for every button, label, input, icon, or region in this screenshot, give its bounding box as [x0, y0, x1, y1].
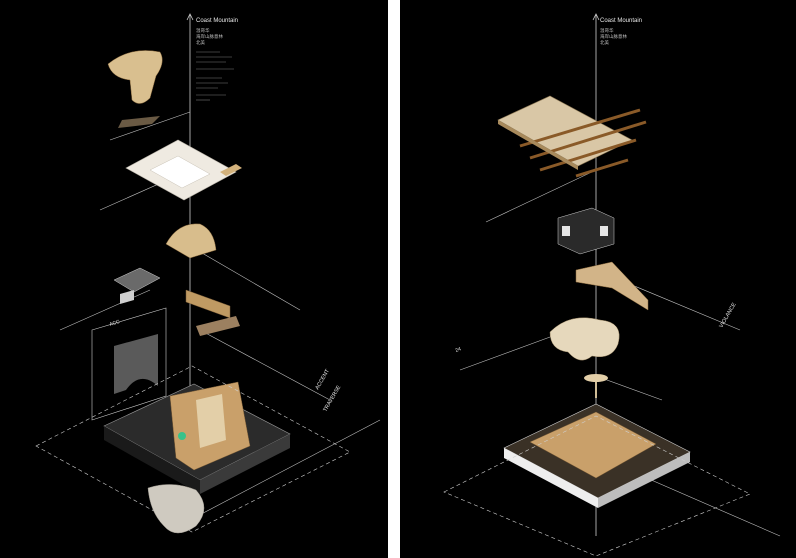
left-axis-arrow	[186, 13, 194, 21]
left-axis-sub-1: 海岸山脉意林	[196, 33, 223, 40]
right-ground-plane	[443, 415, 751, 557]
left-acc-label: ACC	[109, 319, 121, 328]
right-base-side-a	[504, 448, 598, 508]
right-lamp-top	[584, 374, 608, 382]
left-guides	[59, 111, 381, 521]
right-box-window-2	[600, 226, 608, 236]
right-box-window-1	[562, 226, 570, 236]
left-axis-title: Coast Mountain	[196, 18, 238, 24]
right-axis-arrow	[592, 13, 600, 21]
right-drawing: Coast Mountain 温哥华 海岸山脉意林 北美 VIOLANCE 24	[443, 13, 781, 557]
right-axis-sub-0: 温哥华	[600, 27, 614, 34]
right-base-interior	[529, 411, 657, 479]
right-rock-form	[549, 317, 620, 361]
right-axis-title: Coast Mountain	[600, 18, 642, 24]
left-note-lines	[196, 51, 234, 101]
right-base-side-b	[598, 452, 690, 508]
left-stump	[107, 50, 163, 104]
left-paper-tab	[220, 164, 242, 176]
left-model-figure	[178, 432, 186, 440]
panel-left: Coast Mountain 温哥华 海岸山脉意林 北美 ACC ACCENT …	[0, 0, 388, 558]
left-ground-plane	[35, 365, 351, 533]
right-axis-sub-2: 北美	[600, 39, 609, 46]
left-drawing: Coast Mountain 温哥华 海岸山脉意林 北美 ACC ACCENT …	[35, 13, 381, 534]
left-base-side-a	[104, 426, 200, 494]
left-axis-sub-2: 北美	[196, 39, 205, 46]
left-model-room	[196, 394, 226, 448]
left-acc-frame	[91, 307, 167, 421]
left-traverse-label: TRAVERSE	[323, 384, 343, 413]
right-bench	[575, 261, 649, 311]
left-rock	[147, 484, 205, 534]
left-base-side-b	[200, 434, 290, 494]
left-accent-label: ACCENT	[315, 368, 332, 391]
left-stair	[113, 267, 161, 293]
left-paper-rooms	[149, 155, 211, 189]
left-arch-block	[165, 223, 217, 259]
right-axis-sub-1: 海岸山脉意林	[600, 33, 627, 40]
left-acc-arch	[114, 334, 158, 394]
left-stump-caption	[118, 116, 160, 128]
left-window	[120, 290, 134, 304]
right-roof-edge	[498, 120, 578, 170]
right-24-label: 24	[455, 346, 462, 354]
panel-right: Coast Mountain 温哥华 海岸山脉意林 北美 VIOLANCE 24	[400, 0, 796, 558]
left-wall-strip-2	[196, 316, 240, 336]
left-wall-strip	[185, 289, 231, 319]
right-dark-box	[557, 207, 615, 255]
left-axis-sub-0: 温哥华	[196, 27, 210, 34]
